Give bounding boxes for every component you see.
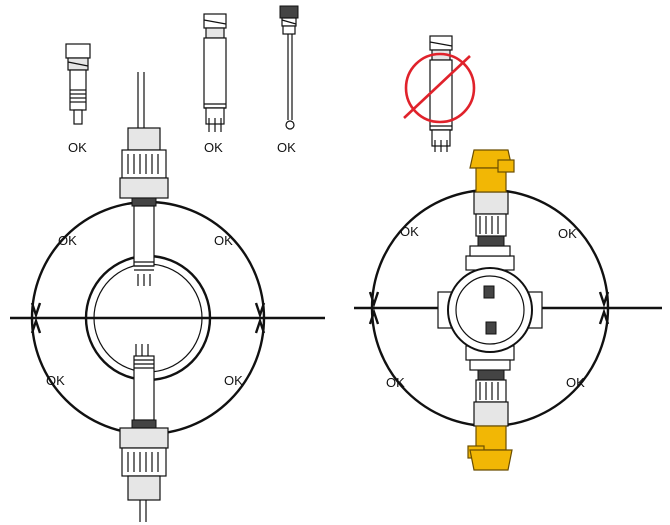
sensor-short-icon [65, 43, 91, 125]
left-arrow-icons [30, 302, 266, 334]
right-upper-left-ok-label: OK [400, 224, 419, 239]
right-arrow-icons [368, 291, 610, 325]
sensor-2-ok-label: OK [204, 140, 223, 155]
right-lower-left-ok-label: OK [386, 375, 405, 390]
prohibition-sign-icon [403, 52, 476, 124]
left-bottom-sensor-icon [119, 344, 169, 522]
sensor-1-ok-label: OK [68, 140, 87, 155]
bottom-yellow-connector-icon [467, 425, 513, 471]
left-lower-left-ok-label: OK [46, 373, 65, 388]
top-yellow-connector-icon [469, 149, 515, 193]
right-bottom-sensor-icon [473, 369, 509, 427]
left-assembly [10, 72, 325, 522]
sensor-medium-icon [203, 13, 227, 132]
sensor-long-icon [279, 5, 299, 130]
sensor-3-ok-label: OK [277, 140, 296, 155]
right-lower-right-ok-label: OK [566, 375, 585, 390]
right-top-sensor-icon [473, 191, 509, 247]
left-lower-right-ok-label: OK [224, 373, 243, 388]
flow-housing-icon [437, 245, 543, 371]
right-assembly [354, 149, 662, 471]
left-top-sensor-icon [119, 72, 169, 286]
right-upper-right-ok-label: OK [558, 226, 577, 241]
left-upper-right-ok-label: OK [214, 233, 233, 248]
left-upper-left-ok-label: OK [58, 233, 77, 248]
